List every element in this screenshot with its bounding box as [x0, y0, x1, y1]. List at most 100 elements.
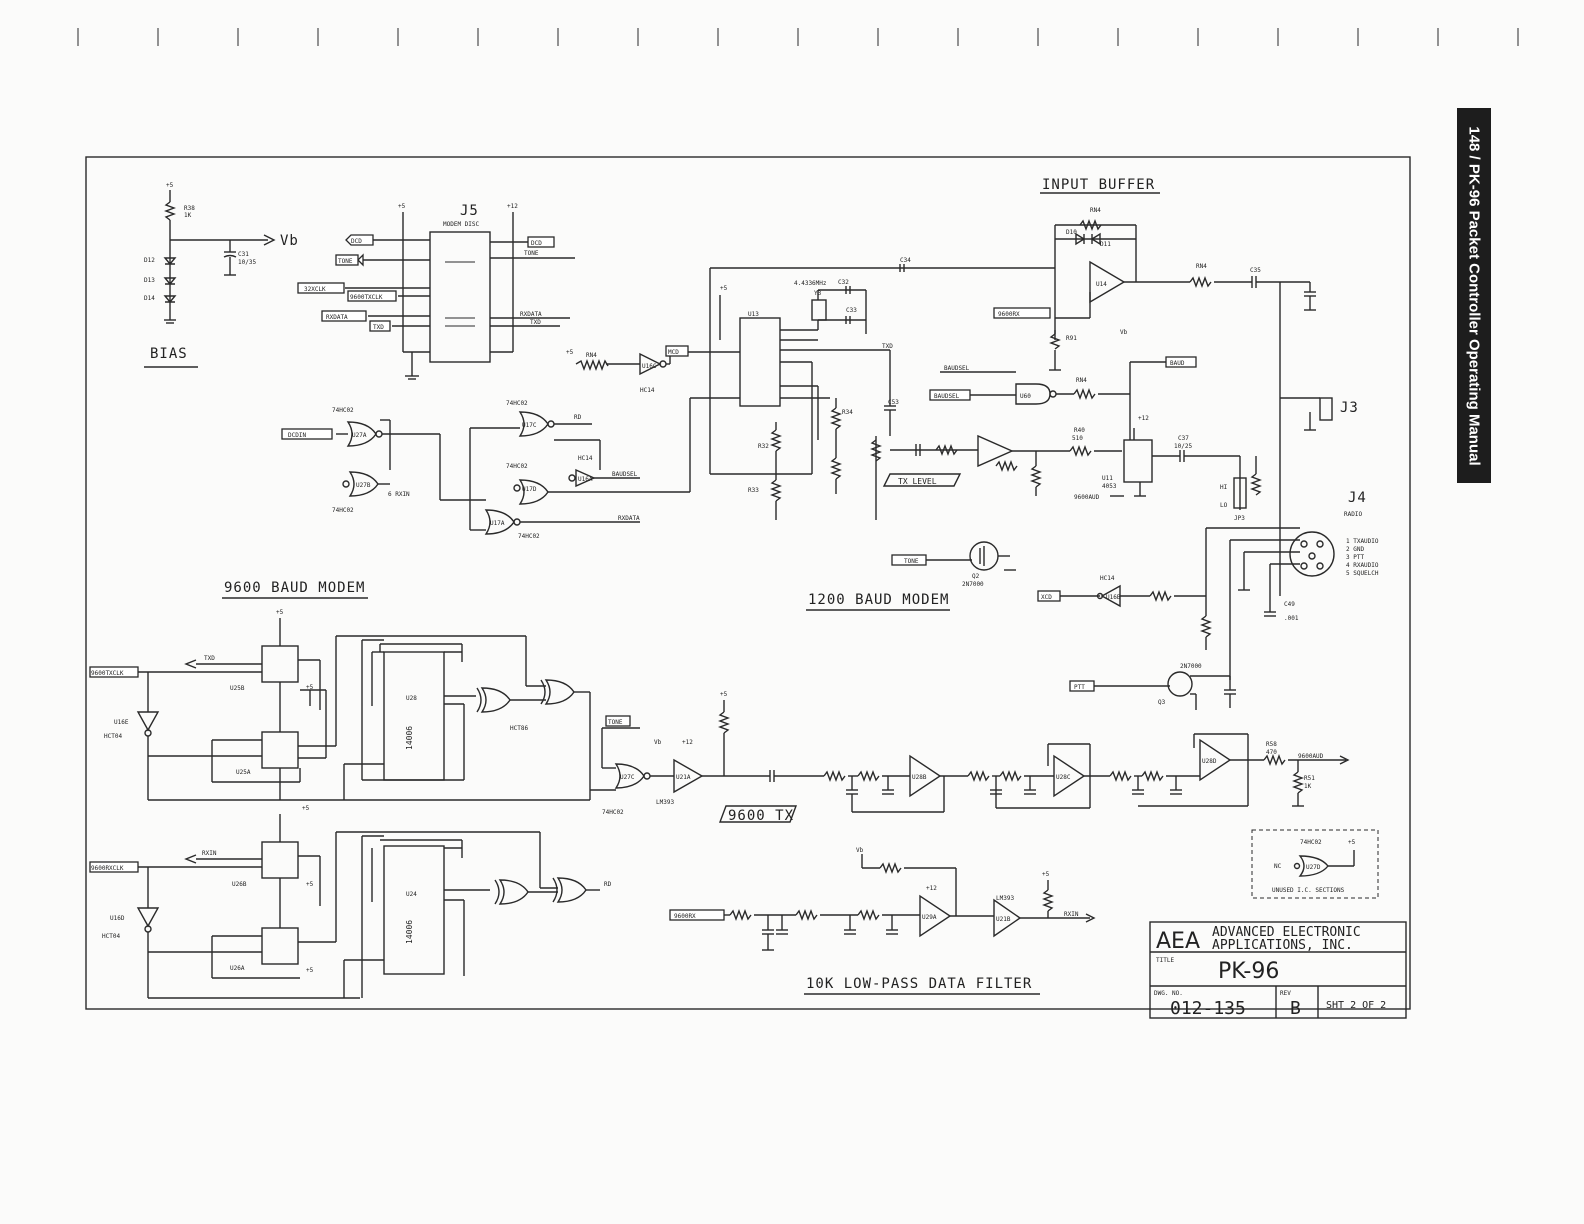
port-9600rxclk-text: 9600RXCLK	[91, 865, 124, 872]
u29a-label: U29A	[922, 914, 937, 921]
port-mcd-text: MCD	[668, 349, 679, 356]
q3-label: Q3	[1158, 699, 1166, 706]
plus5-j5: +5	[398, 203, 406, 210]
j5-ports	[297, 234, 555, 332]
u16d-label: U16D	[110, 915, 125, 922]
tx-level-text: TX LEVEL	[898, 477, 937, 486]
rxin-9600: RXIN	[202, 850, 217, 857]
tx9600-box	[718, 805, 798, 823]
u27-part-top: 74HC02	[332, 407, 354, 414]
diode-d14	[163, 295, 177, 304]
u26b-label: U26B	[232, 881, 247, 888]
u16c-label: U16C	[642, 363, 657, 370]
comparator-u21a	[673, 758, 704, 794]
j5-tone-right: TONE	[524, 250, 539, 257]
unused-part: 74HC02	[1300, 839, 1322, 846]
port-9600txclk-j5-text: 9600TXCLK	[350, 294, 383, 301]
baudsel-top: BAUDSEL	[944, 365, 970, 372]
c37-value: 10/25	[1174, 443, 1192, 450]
port-9600rx-top	[993, 307, 1051, 319]
baudsel-switch	[929, 361, 1262, 510]
c34-label: C34	[900, 257, 911, 264]
bias-circuit	[144, 190, 276, 368]
vb-u14: Vb	[1120, 329, 1128, 336]
u16a-label: U16A	[578, 476, 593, 483]
j4-label: J4	[1348, 490, 1367, 506]
rxin-pin6: 6 RXIN	[388, 491, 410, 498]
diode-d12	[163, 257, 177, 266]
port-tone-q2-text: TONE	[904, 558, 919, 565]
title-block	[1149, 921, 1407, 1019]
u24-part: 14006	[405, 920, 414, 944]
vb-lp: Vb	[856, 847, 864, 854]
title-label: TITLE	[1156, 957, 1174, 964]
opamp-u14-buffer	[1089, 260, 1126, 304]
j4-pin3: 3 PTT	[1346, 554, 1364, 561]
u14-label: U14	[1096, 281, 1107, 288]
port-tone-left-text: TONE	[338, 258, 353, 265]
drawing-border	[85, 156, 1411, 1010]
plus5-u13: +5	[720, 285, 728, 292]
r58-label: R58	[1266, 741, 1277, 748]
j4-pin5: 5 SQUELCH	[1346, 570, 1379, 577]
out-9600aud: 9600AUD	[1298, 753, 1324, 760]
u16b-part: HC14	[1100, 575, 1115, 582]
rxdata-net: RXDATA	[618, 515, 640, 522]
plus5-bias: +5	[166, 182, 174, 189]
q3-part: 2N7000	[1180, 663, 1202, 670]
plus5-u25: +5	[276, 609, 284, 616]
r34-label: R34	[842, 409, 853, 416]
u22-part: HCT86	[510, 725, 528, 732]
flipflop-u25a	[261, 731, 299, 769]
flipflop-u26a	[261, 927, 299, 965]
shiftreg-u28	[383, 651, 445, 781]
opamp-u28b	[909, 754, 942, 798]
u21b-label: U21B	[996, 916, 1011, 923]
plus5-u26b: +5	[306, 881, 314, 888]
rn4-c-label: RN4	[1196, 263, 1207, 270]
port-baud-text: BAUD	[1170, 360, 1185, 367]
unused-title: UNUSED I.C. SECTIONS	[1272, 887, 1345, 894]
unused-nc: NC	[1274, 863, 1282, 870]
unused-gate: U27D	[1306, 864, 1321, 871]
gate-u27c	[614, 763, 645, 789]
u16e-label: U16E	[114, 719, 129, 726]
port-tone-9600-text: TONE	[608, 719, 623, 726]
plus5-rn4: +5	[566, 349, 574, 356]
port-9600txclk-j5	[347, 290, 397, 302]
port-32xclk	[297, 282, 345, 294]
gate-u17a	[484, 509, 515, 535]
j4-pin4: 4 RXAUDIO	[1346, 562, 1379, 569]
port-ptt-text: PTT	[1074, 684, 1085, 691]
u28-label: U28	[406, 695, 417, 702]
u27-part-bottom: 74HC02	[332, 507, 354, 514]
q2-label: Q2	[972, 573, 980, 580]
lowpass-title: 10K LOW-PASS DATA FILTER	[806, 976, 1032, 992]
c53-label: C53	[888, 399, 899, 406]
r51-value: 1K	[1304, 783, 1312, 790]
port-tone-left	[335, 254, 359, 266]
c39-label: C49	[1284, 601, 1295, 608]
manual-side-tab: 148 / PK-96 Packet Controller Operating …	[1457, 108, 1491, 483]
rev-label: REV	[1280, 990, 1291, 997]
u27b-label: U27B	[356, 482, 371, 489]
dwg-label: DWG. NO.	[1154, 990, 1183, 997]
u21a-part: LM393	[656, 799, 674, 806]
company-line2: APPLICATIONS, INC.	[1212, 938, 1353, 953]
inverter-u16d	[136, 907, 160, 928]
u16a-part: HC14	[578, 455, 593, 462]
port-txd-j5	[369, 320, 391, 332]
j4-radio-connector	[1205, 527, 1335, 680]
resistor-r38	[164, 201, 176, 221]
port-dcdin	[281, 428, 333, 440]
u24-label: U24	[406, 891, 417, 898]
unused-ic-box	[1251, 829, 1379, 899]
manual-side-tab-text: 148 / PK-96 Packet Controller Operating …	[1465, 125, 1483, 466]
opamp-u29a	[919, 894, 952, 938]
u16e-part: HCT04	[104, 733, 122, 740]
lo-label: LO	[1220, 502, 1228, 509]
inverter-u16a	[575, 468, 596, 488]
j5-txd-right: TXD	[530, 319, 541, 326]
port-baud	[1165, 356, 1197, 368]
u13-label: U13	[748, 311, 759, 318]
